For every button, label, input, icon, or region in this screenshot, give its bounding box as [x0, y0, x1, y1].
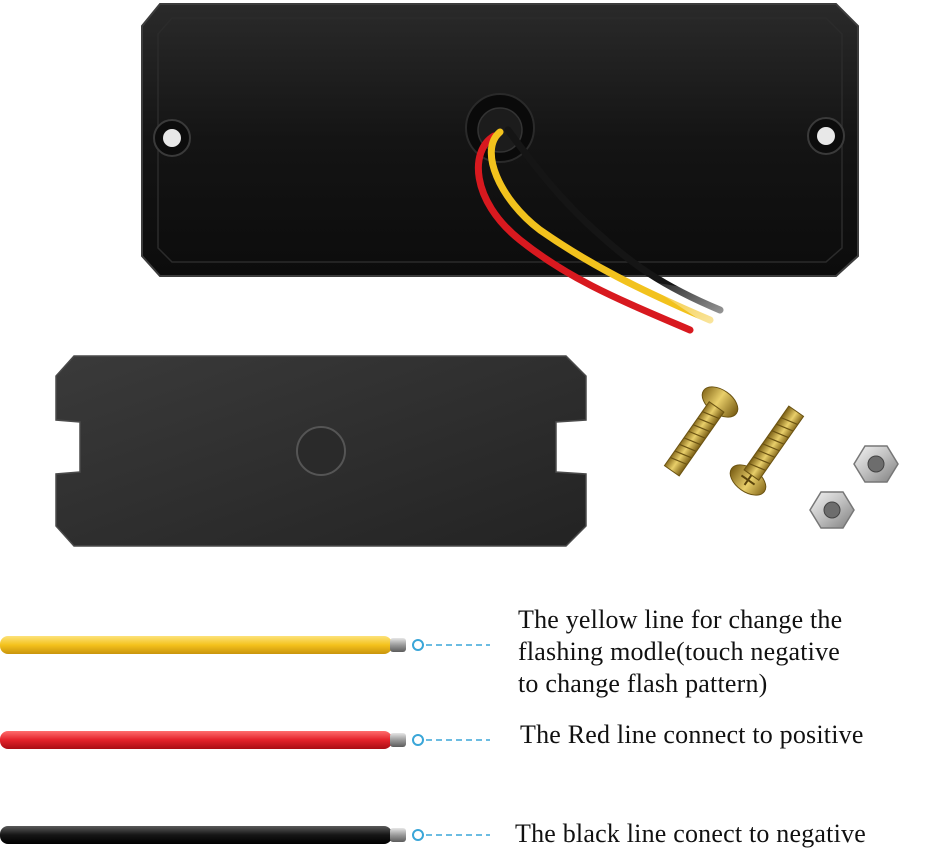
- yellow-wire: [0, 636, 490, 654]
- hex-nut-2: [809, 491, 855, 529]
- lead-wires: [474, 126, 760, 360]
- mounting-hole-left: [153, 119, 191, 157]
- yellow-caption-line-2: flashing modle(touch negative: [518, 637, 841, 666]
- screw-1: [663, 386, 739, 477]
- black-caption-line-1: The black line conect to negative: [515, 819, 866, 848]
- mounting-hole-right: [807, 117, 845, 155]
- red-caption-line-1: The Red line connect to positive: [520, 720, 864, 749]
- light-housing: [141, 3, 859, 277]
- hex-nut-1: [853, 445, 899, 483]
- yellow-wire-caption: The yellow line for change the flashing …: [518, 604, 842, 700]
- red-wire: [0, 731, 490, 749]
- yellow-caption-line-3: to change flash pattern): [518, 669, 768, 698]
- screw-2: [729, 405, 805, 496]
- plate-button: [296, 426, 346, 476]
- black-wire: [0, 826, 490, 844]
- black-wire-caption: The black line conect to negative: [515, 818, 866, 850]
- yellow-caption-line-1: The yellow line for change the: [518, 605, 843, 634]
- red-wire-caption: The Red line connect to positive: [520, 719, 864, 751]
- back-plate: [55, 355, 587, 547]
